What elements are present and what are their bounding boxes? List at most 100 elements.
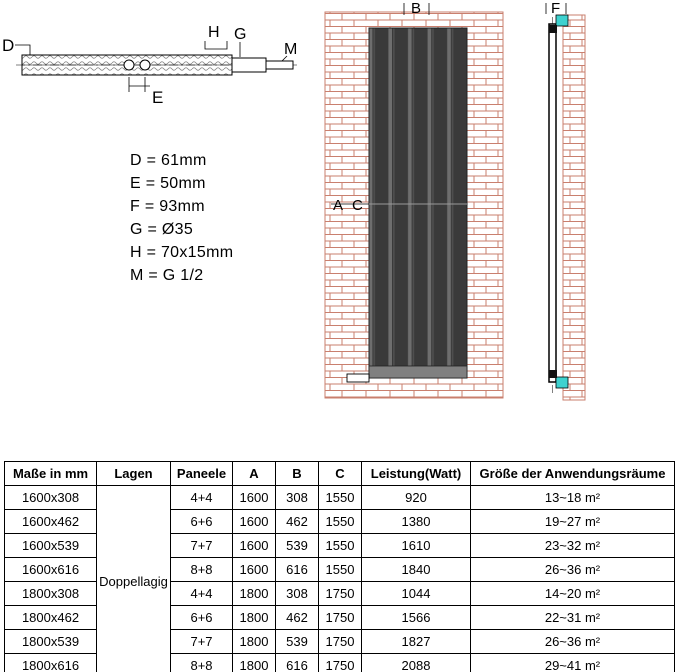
cell-watt: 1380	[361, 509, 471, 534]
cell-c: 1550	[318, 533, 362, 558]
col-header-area: Größe der Anwendungsräume	[470, 461, 675, 486]
cell-area: 26~36 m²	[470, 557, 675, 582]
cell-c: 1750	[318, 605, 362, 630]
label-b: B	[411, 0, 421, 17]
cell-size: 1600x462	[4, 509, 97, 534]
cell-watt: 920	[361, 485, 471, 510]
cell-a: 1800	[232, 581, 276, 606]
cell-c: 1550	[318, 485, 362, 510]
cell-b: 539	[275, 533, 319, 558]
cell-watt: 1566	[361, 605, 471, 630]
cell-paneele: 7+7	[170, 629, 233, 654]
cell-c: 1750	[318, 653, 362, 672]
cell-c: 1750	[318, 581, 362, 606]
cell-area: 26~36 m²	[470, 629, 675, 654]
col-header-a: A	[232, 461, 276, 486]
col-header-lagen: Lagen	[96, 461, 171, 486]
cell-size: 1800x539	[4, 629, 97, 654]
cell-watt: 1840	[361, 557, 471, 582]
table-header-row: Maße in mm Lagen Paneele A B C Leistung(…	[4, 461, 675, 486]
cell-size: 1600x616	[4, 557, 97, 582]
cell-b: 308	[275, 581, 319, 606]
cell-area: 23~32 m²	[470, 533, 675, 558]
cell-b: 539	[275, 629, 319, 654]
spec-table: Maße in mm Lagen Paneele A B C Leistung(…	[4, 461, 675, 672]
col-header-b: B	[275, 461, 319, 486]
cell-paneele: 7+7	[170, 533, 233, 558]
cell-b: 616	[275, 557, 319, 582]
label-e: E	[152, 88, 163, 107]
cell-a: 1800	[232, 653, 276, 672]
cell-paneele: 8+8	[170, 653, 233, 672]
cell-size: 1800x462	[4, 605, 97, 630]
wall-bracket-bottom	[555, 376, 569, 389]
col-header-size: Maße in mm	[4, 461, 97, 486]
mount-top	[549, 25, 557, 33]
table-row: 1800x616 8+8 1800 616 1750 2088 29~41 m²	[4, 653, 675, 672]
cell-area: 22~31 m²	[470, 605, 675, 630]
label-c: C	[352, 197, 363, 214]
cell-a: 1600	[232, 557, 276, 582]
legend-line: F = 93mm	[130, 198, 205, 215]
cell-b: 616	[275, 653, 319, 672]
front-view-drawing: B A C	[324, 0, 504, 399]
cell-paneele: 6+6	[170, 605, 233, 630]
radiator-front	[368, 27, 468, 379]
cell-c: 1750	[318, 629, 362, 654]
cell-paneele: 8+8	[170, 557, 233, 582]
cell-c: 1550	[318, 509, 362, 534]
technical-drawings: D H G M E B	[2, 0, 586, 401]
cell-size: 1600x308	[4, 485, 97, 510]
label-m: M	[284, 41, 297, 58]
label-a: A	[333, 197, 343, 214]
cell-watt: 1610	[361, 533, 471, 558]
label-g: G	[234, 26, 246, 43]
brick-wall-side	[562, 14, 586, 401]
label-d: D	[2, 36, 14, 55]
cell-c: 1550	[318, 557, 362, 582]
col-header-watt: Leistung(Watt)	[361, 461, 471, 486]
cell-lagen: Doppellagig	[96, 485, 171, 672]
legend-line: E = 50mm	[130, 175, 206, 192]
cell-a: 1600	[232, 509, 276, 534]
radiator-side	[548, 23, 557, 383]
legend-line: H = 70x15mm	[130, 244, 234, 261]
cell-paneele: 4+4	[170, 581, 233, 606]
label-h: H	[208, 24, 220, 41]
wall-bracket-top	[555, 14, 569, 27]
cell-size: 1800x308	[4, 581, 97, 606]
label-f: F	[551, 0, 560, 17]
table-row: 1800x462 6+6 1800 462 1750 1566 22~31 m²	[4, 605, 675, 630]
col-header-paneele: Paneele	[170, 461, 233, 486]
radiator-bottom-collector	[368, 365, 468, 379]
cell-b: 462	[275, 605, 319, 630]
cell-b: 462	[275, 509, 319, 534]
col-header-c: C	[318, 461, 362, 486]
cell-watt: 2088	[361, 653, 471, 672]
table-row: 1800x308 4+4 1800 308 1750 1044 14~20 m²	[4, 581, 675, 606]
cross-section-drawing: D H G M E	[2, 24, 298, 107]
cell-area: 13~18 m²	[470, 485, 675, 510]
cell-area: 29~41 m²	[470, 653, 675, 672]
cell-b: 308	[275, 485, 319, 510]
cell-paneele: 4+4	[170, 485, 233, 510]
dimension-legend: D = 61mm E = 50mm F = 93mm G = Ø35 H = 7…	[130, 149, 233, 287]
cell-a: 1800	[232, 605, 276, 630]
table-row: 1600x308 Doppellagig 4+4 1600 308 1550 9…	[4, 485, 675, 672]
table-row: 1600x462 6+6 1600 462 1550 1380 19~27 m²	[4, 509, 675, 534]
table-row: 1600x539 7+7 1600 539 1550 1610 23~32 m²	[4, 533, 675, 558]
cell-watt: 1044	[361, 581, 471, 606]
cell-watt: 1827	[361, 629, 471, 654]
table-row: 1800x539 7+7 1800 539 1750 1827 26~36 m²	[4, 629, 675, 654]
bottom-pipe	[346, 373, 370, 383]
cell-a: 1600	[232, 485, 276, 510]
side-view-drawing: F	[545, 0, 586, 401]
mount-bottom	[549, 370, 557, 378]
cell-size: 1600x539	[4, 533, 97, 558]
cell-a: 1600	[232, 533, 276, 558]
legend-line: M = G 1/2	[130, 267, 204, 284]
cell-size: 1800x616	[4, 653, 97, 672]
cell-area: 19~27 m²	[470, 509, 675, 534]
cell-paneele: 6+6	[170, 509, 233, 534]
